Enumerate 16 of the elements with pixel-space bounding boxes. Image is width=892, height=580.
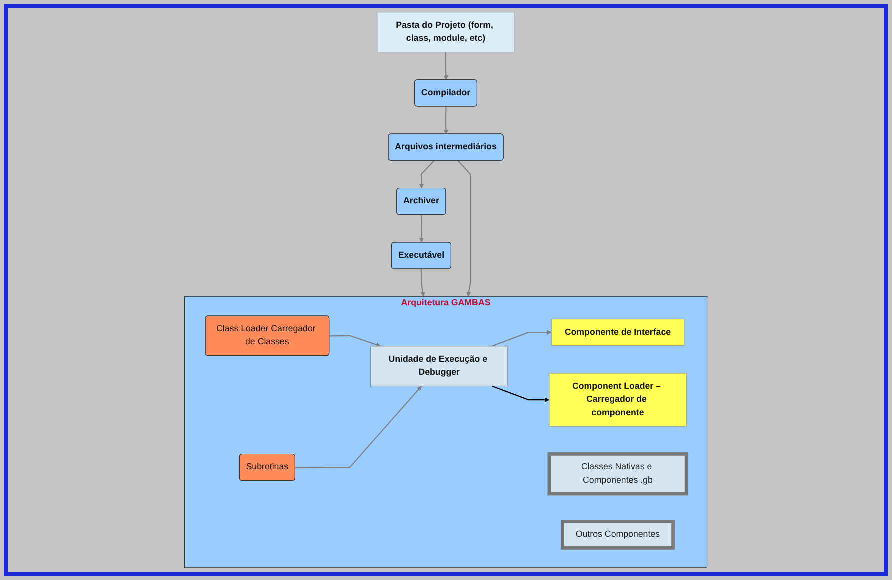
arrow <box>420 269 426 297</box>
arrow <box>419 160 435 189</box>
arrow <box>295 386 422 468</box>
arrow <box>444 106 449 135</box>
node-box: Pasta do Projeto (form, class, module, etc) <box>377 12 515 53</box>
node-box: Component Loader – Carregador de componente <box>549 373 687 427</box>
arrow <box>444 52 449 80</box>
node-box: Classes Nativas e Componentes .gb <box>548 452 688 496</box>
arrow <box>330 335 382 348</box>
node-box: Outros Componentes <box>561 520 675 550</box>
node-box: Unidade de Execução e Debugger <box>370 346 508 386</box>
arrow <box>492 330 552 347</box>
node-box: Componente de Interface <box>551 319 685 346</box>
arrow <box>419 215 424 243</box>
arrow <box>492 386 550 402</box>
arrow <box>458 160 472 297</box>
